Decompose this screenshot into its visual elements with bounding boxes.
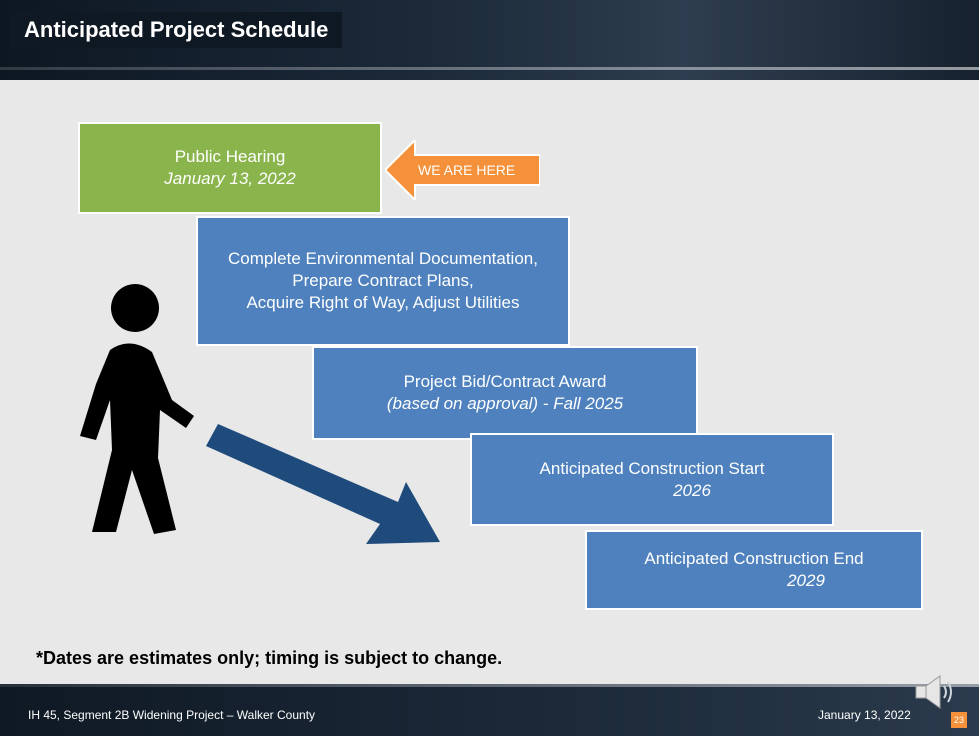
slide-title: Anticipated Project Schedule <box>10 12 343 48</box>
footer-date: January 13, 2022 <box>818 708 911 722</box>
step-public-hearing: Public Hearing January 13, 2022 <box>78 122 382 214</box>
step-bid-award: Project Bid/Contract Award (based on app… <box>312 346 698 440</box>
page-number: 23 <box>951 712 967 728</box>
step-line: Prepare Contract Plans, <box>292 271 474 290</box>
step-line: Acquire Right of Way, Adjust Utilities <box>246 293 520 312</box>
arrow-right-icon <box>206 424 440 544</box>
step-date: 2029 <box>787 571 825 590</box>
step-date: 2026 <box>673 480 711 500</box>
walking-person-icon <box>80 284 194 534</box>
title-bar: Anticipated Project Schedule <box>0 0 979 80</box>
step-title: Anticipated Construction End <box>644 549 864 568</box>
footer-project: IH 45, Segment 2B Widening Project – Wal… <box>28 708 316 722</box>
step-date: (based on approval) - Fall 2025 <box>386 394 624 413</box>
disclaimer-note: *Dates are estimates only; timing is sub… <box>36 648 503 668</box>
step-title: Public Hearing <box>174 147 286 166</box>
step-line: Complete Environmental Documentation, <box>228 249 538 268</box>
step-date: January 13, 2022 <box>164 169 296 188</box>
slide-footer: IH 45, Segment 2B Widening Project – Wal… <box>0 684 979 736</box>
speaker-icon[interactable] <box>912 672 960 712</box>
step-construction-start: Anticipated Construction Start 2026 <box>470 433 834 526</box>
we-are-here-label: WE ARE HERE <box>418 162 516 178</box>
step-title: Anticipated Construction Start <box>539 458 765 478</box>
step-title: Project Bid/Contract Award <box>403 372 607 391</box>
step-construction-end: Anticipated Construction End 2029 <box>585 530 923 610</box>
step-environmental: Complete Environmental Documentation, Pr… <box>196 216 570 346</box>
we-are-here-arrow-icon <box>385 140 540 200</box>
